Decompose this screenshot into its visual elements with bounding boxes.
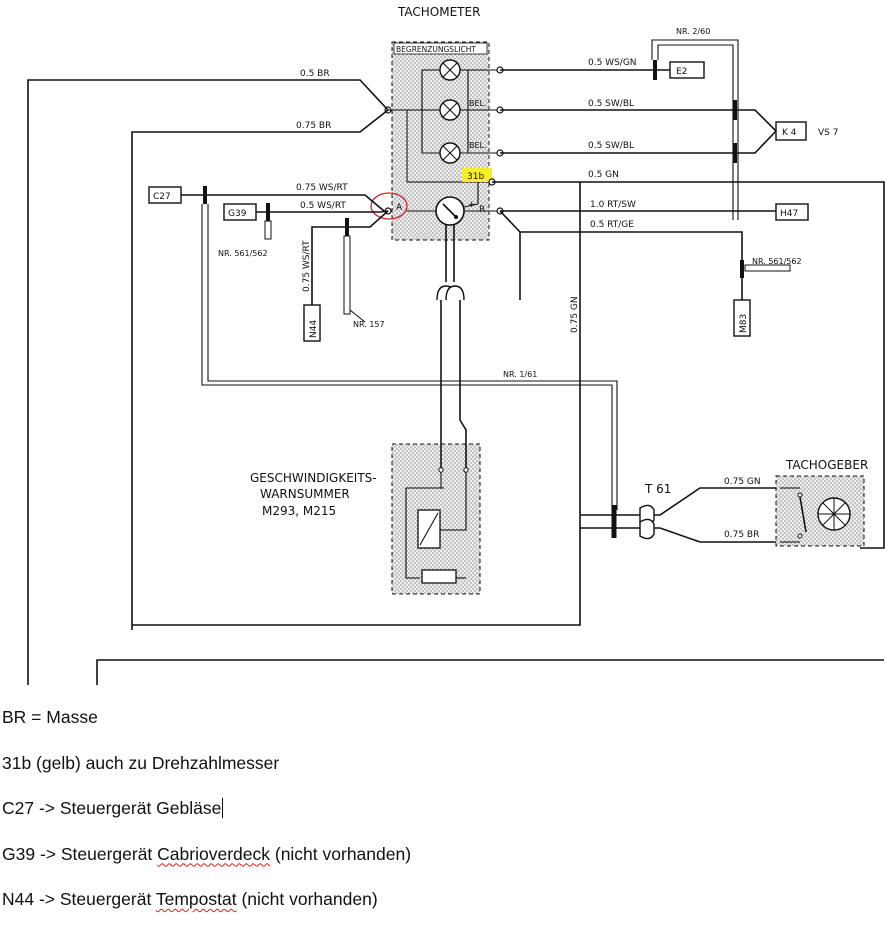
notes-list: BR = Masse 31b (gelb) auch zu Drehzahlme… bbox=[2, 700, 882, 928]
ref-nr157: NR. 157 bbox=[353, 320, 385, 329]
ref-nr161: NR. 1/61 bbox=[503, 370, 537, 379]
lamp-3-label: BEL. bbox=[469, 141, 487, 150]
terminal-plus: + bbox=[468, 200, 476, 210]
lamp-group-label-box bbox=[393, 42, 488, 55]
note-g39-suffix: (nicht vorhanden) bbox=[270, 843, 412, 864]
connector-e2-label: E2 bbox=[676, 67, 687, 77]
buzzer-label-1: GESCHWINDIGKEITS- bbox=[250, 471, 377, 485]
connector-g39-label: G39 bbox=[228, 209, 247, 219]
connector-h47-label: H47 bbox=[780, 209, 798, 219]
wire-label-gn: 0.5 GN bbox=[588, 170, 619, 180]
connector-e2 bbox=[669, 61, 705, 79]
wiring-diagram: TACHOMETER BEGRENZUNGSLICHT BEL. BEL. bbox=[27, 5, 885, 685]
connector-n44-label: N44 bbox=[309, 320, 319, 338]
tachometer-title: TACHOMETER bbox=[397, 5, 480, 19]
note-n44-prefix: N44 -> Steuergerät bbox=[2, 889, 156, 909]
connector-vs7-label: VS 7 bbox=[818, 128, 838, 138]
note-g39-spellcheck-word[interactable]: Cabrioverdeck bbox=[157, 843, 270, 864]
connector-t61 bbox=[639, 504, 655, 540]
note-g39: G39 -> Steuergerät Cabrioverdeck (nicht … bbox=[2, 837, 882, 883]
note-c27: C27 -> Steuergerät Gebläse bbox=[2, 791, 882, 837]
connector-m83-label: M83 bbox=[739, 314, 749, 333]
lamp-3: BEL. bbox=[422, 141, 500, 164]
buzzer-internals bbox=[405, 467, 469, 584]
connector-m83 bbox=[733, 299, 751, 337]
ground-wires-left bbox=[27, 79, 884, 685]
buzzer-label-2: WARNSUMMER bbox=[260, 487, 350, 501]
lamp-1 bbox=[422, 59, 500, 81]
connector-n44 bbox=[303, 304, 321, 342]
note-br-masse-text: BR = Masse bbox=[2, 707, 98, 727]
wire-label-gn-vertical: 0.75 GN bbox=[570, 296, 580, 333]
wire-label-tg-br: 0.75 BR bbox=[724, 530, 759, 540]
note-g39-prefix: G39 -> Steuergerät bbox=[2, 843, 158, 864]
ref-nr561-right: NR. 561/562 bbox=[752, 257, 802, 266]
note-n44-suffix: (nicht vorhanden) bbox=[236, 889, 378, 909]
connector-k4 bbox=[775, 121, 807, 141]
tachogeber-sensor bbox=[780, 487, 851, 543]
note-c27-text: C27 -> Steuergerät Gebläse bbox=[2, 798, 222, 818]
terminal-r: R bbox=[479, 205, 485, 215]
connector-h47 bbox=[775, 203, 809, 221]
wire-label-rtge: 0.5 RT/GE bbox=[590, 220, 634, 230]
terminal-31b: 31b bbox=[467, 172, 484, 182]
wire-label-wsrt-1: 0.75 WS/RT bbox=[296, 183, 348, 193]
terminal-a-red-marker bbox=[370, 192, 408, 220]
note-n44: N44 -> Steuergerät Tempostat (nicht vorh… bbox=[2, 882, 882, 928]
note-n44-spellcheck-word[interactable]: Tempostat bbox=[155, 889, 237, 909]
wire-label-br-top: 0.5 BR bbox=[300, 69, 330, 79]
connector-k4-label: K 4 bbox=[782, 128, 797, 138]
tachogeber-label: TACHOGEBER bbox=[785, 458, 868, 472]
wire-label-wsrt-vertical: 0.75 WS/RT bbox=[302, 240, 312, 292]
wire-label-swbl-1: 0.5 SW/BL bbox=[588, 99, 634, 109]
wire-label-wsgn: 0.5 WS/GN bbox=[588, 58, 637, 68]
gauge-cable bbox=[436, 225, 467, 470]
connector-t61-label: T 61 bbox=[644, 482, 671, 496]
note-31b: 31b (gelb) auch zu Drehzahlmesser bbox=[2, 746, 882, 792]
lamp-group-label: BEGRENZUNGSLICHT bbox=[396, 45, 476, 54]
wire-label-tg-gn: 0.75 GN bbox=[724, 477, 761, 487]
wire-label-wsrt-2: 0.5 WS/RT bbox=[300, 201, 346, 211]
wire-label-br-2: 0.75 BR bbox=[296, 121, 331, 131]
wire-label-rtsw: 1.0 RT/SW bbox=[590, 200, 636, 210]
ref-nr561-left: NR. 561/562 bbox=[218, 249, 268, 258]
ref-nr260: NR. 2/60 bbox=[676, 27, 710, 36]
lamp-2-label: BEL. bbox=[469, 99, 487, 108]
speedometer-gauge bbox=[407, 182, 500, 226]
terminal-a: A bbox=[396, 203, 403, 213]
note-31b-text: 31b (gelb) auch zu Drehzahlmesser bbox=[2, 752, 280, 773]
note-br-masse: BR = Masse bbox=[2, 700, 882, 746]
connector-c27-label: C27 bbox=[153, 192, 171, 202]
terminal-31b-highlight bbox=[462, 168, 492, 182]
buzzer-label-3: M293, M215 bbox=[262, 504, 336, 518]
text-cursor bbox=[222, 798, 224, 818]
wire-label-swbl-2: 0.5 SW/BL bbox=[588, 141, 634, 151]
lamp-2: BEL. bbox=[407, 99, 500, 121]
